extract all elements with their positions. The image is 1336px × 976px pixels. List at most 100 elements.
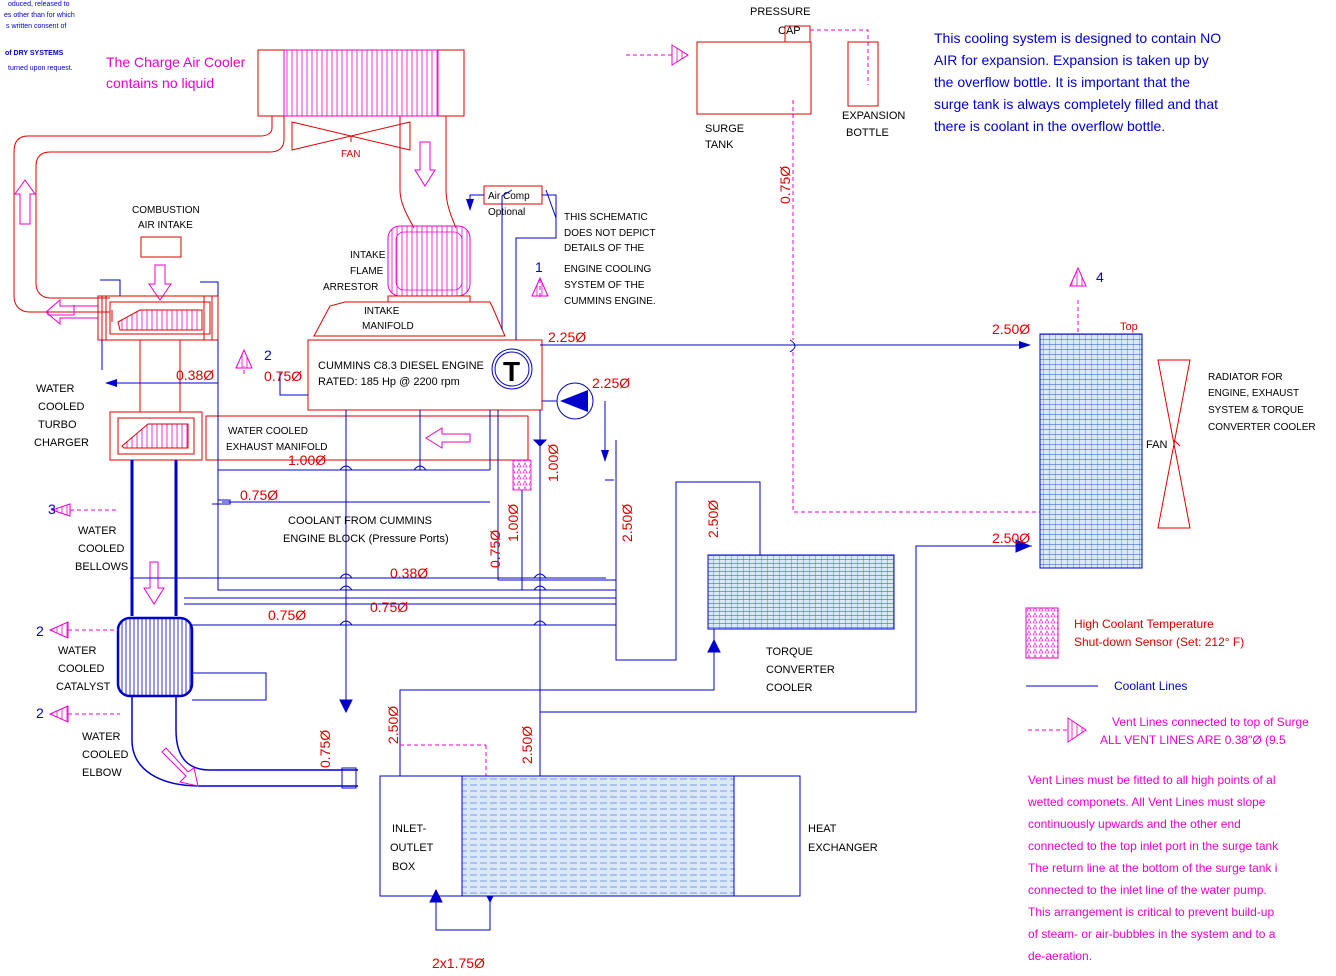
label: INTAKE xyxy=(350,250,386,261)
pipe-size: 2x1.75Ø xyxy=(432,955,485,971)
label: COOLED xyxy=(38,401,85,413)
vent-stubs xyxy=(68,509,120,715)
cac-note: contains no liquid xyxy=(106,75,214,91)
label: RADIATOR FOR xyxy=(1208,372,1283,383)
vent-number: 2 xyxy=(264,347,272,363)
schematic-note: THIS SCHEMATIC DOES NOT DEPICT DETAILS O… xyxy=(564,212,656,307)
pipe-size: 1.00Ø xyxy=(545,444,561,482)
label: Air Comp xyxy=(488,191,530,202)
label: Optional xyxy=(488,207,525,218)
label: COOLED xyxy=(78,543,125,555)
exhaust-path xyxy=(116,460,358,789)
label: COOLED xyxy=(58,663,105,675)
note-line: This cooling system is designed to conta… xyxy=(934,30,1221,46)
engine-name: CUMMINS C8.3 DIESEL ENGINE xyxy=(318,360,484,372)
legend-text: Coolant Lines xyxy=(1114,679,1187,693)
vent-number: 3 xyxy=(48,501,56,517)
label: TURBO xyxy=(38,419,77,431)
cac-note: The Charge Air Cooler xyxy=(106,54,246,70)
turbocharger: WATER COOLED TURBO CHARGER xyxy=(34,295,219,461)
pipe-size: 0.38Ø xyxy=(390,565,428,581)
torque-converter-cooler: TORQUE CONVERTER COOLER xyxy=(707,554,895,694)
pipe-size: 2.50Ø xyxy=(619,504,635,542)
note-line: AIR for expansion. Expansion is taken up… xyxy=(934,52,1209,68)
coolant-lines xyxy=(100,279,1032,931)
vent-lines xyxy=(243,29,1079,776)
label: BOX xyxy=(392,861,416,873)
label: CONVERTER COOLER xyxy=(1208,422,1316,433)
label: COOLER xyxy=(766,682,813,694)
pipe-size: 2.50Ø xyxy=(385,706,401,744)
label: ENGINE COOLING xyxy=(564,264,651,275)
note-line: connected to the inlet line of the water… xyxy=(1028,883,1267,897)
pipe-size: 0.75Ø xyxy=(317,730,333,768)
legend-text: High Coolant Temperature xyxy=(1074,617,1214,631)
label: EXHAUST MANIFOLD xyxy=(226,442,328,453)
vent-number: 2 xyxy=(36,623,44,639)
label: THIS SCHEMATIC xyxy=(564,212,648,223)
pump-icon xyxy=(560,390,588,412)
label: COOLED xyxy=(82,749,129,761)
pipe-size: 0.75Ø xyxy=(777,166,793,204)
intake-flame-arrestor: INTAKE FLAME ARRESTOR INTAKE MANIFOLD xyxy=(313,225,506,337)
engine: CUMMINS C8.3 DIESEL ENGINE RATED: 185 Hp… xyxy=(205,339,594,491)
note-line: of steam- or air-bubbles in the system a… xyxy=(1028,927,1276,941)
note-line: The return line at the bottom of the sur… xyxy=(1028,861,1277,875)
label: AIR INTAKE xyxy=(138,220,193,231)
label: ENGINE BLOCK (Pressure Ports) xyxy=(283,533,449,545)
label: ENGINE, EXHAUST xyxy=(1208,388,1299,399)
note-line: This arrangement is critical to prevent … xyxy=(1028,905,1274,919)
vent-number: 4 xyxy=(1096,269,1104,285)
pipe-size: 0.75Ø xyxy=(487,530,503,568)
label: SURGE xyxy=(705,123,744,135)
vent-note: Vent Lines must be fitted to all high po… xyxy=(1027,773,1279,963)
label: CONVERTER xyxy=(766,664,835,676)
note-line: connected to the top inlet port in the s… xyxy=(1028,839,1279,853)
label: WATER xyxy=(82,731,121,743)
cooling-note: This cooling system is designed to conta… xyxy=(934,30,1221,134)
label: WATER COOLED xyxy=(228,426,308,437)
label: Top xyxy=(1120,321,1138,333)
pipe-size: 2.25Ø xyxy=(592,375,630,391)
pipe-size: 2.50Ø xyxy=(992,321,1030,337)
pipe-size: 0.75Ø xyxy=(370,599,408,615)
pipe-size: 2.50Ø xyxy=(519,726,535,764)
label: ARRESTOR xyxy=(323,282,378,293)
crossover xyxy=(789,339,796,353)
note-line: the overflow bottle. It is important tha… xyxy=(934,74,1190,90)
label: BELLOWS xyxy=(75,561,128,573)
note-line: there is coolant in the overflow bottle. xyxy=(934,118,1165,134)
label: FAN xyxy=(1146,439,1167,451)
label: INTAKE xyxy=(364,306,400,317)
vent-arrows xyxy=(48,44,1087,723)
label: SYSTEM & TORQUE xyxy=(1208,405,1304,416)
pipe-size: 1.00Ø xyxy=(288,452,326,468)
label: WATER xyxy=(58,645,97,657)
pipe-size: 0.75Ø xyxy=(240,487,278,503)
label: DOES NOT DEPICT xyxy=(564,228,656,239)
pipe-size: 2.25Ø xyxy=(548,329,586,345)
pipe-size-labels: 0.38Ø 0.75Ø 2.25Ø 2.25Ø 2.50Ø 2.50Ø 1.00… xyxy=(176,166,1030,971)
pipe-size: 1.00Ø xyxy=(505,504,521,542)
copyright-line: turned upon request. xyxy=(8,65,73,72)
label: HEAT xyxy=(808,823,837,835)
surge-tank: PRESSURE CAP SURGE TANK EXPANSION BOTTLE xyxy=(696,6,905,151)
pipe-size: 2.50Ø xyxy=(705,500,721,538)
copyright-line: es other than for which xyxy=(4,12,75,19)
engine-rating: RATED: 185 Hp @ 2200 rpm xyxy=(318,376,460,388)
temperature-sensor xyxy=(512,459,532,491)
copyright-line: s written consent of xyxy=(6,23,66,30)
charge-air-cooler: The Charge Air Cooler contains no liquid… xyxy=(13,49,465,313)
note-line: continuously upwards and the other end xyxy=(1028,817,1241,831)
vent-number: 2 xyxy=(36,705,44,721)
radiator: Top FAN RADIATOR FOR ENGINE, EXHAUST SYS… xyxy=(1039,321,1316,569)
label: CHARGER xyxy=(34,437,89,449)
label: SYSTEM OF THE xyxy=(564,280,645,291)
note-line: Vent Lines must be fitted to all high po… xyxy=(1028,773,1276,787)
label: MANIFOLD xyxy=(362,321,414,332)
label: DETAILS OF THE xyxy=(564,243,645,254)
label: OUTLET xyxy=(390,842,434,854)
vent-numbers: 1 2 2 2 3 4 xyxy=(36,259,1104,721)
label: PRESSURE xyxy=(750,6,811,18)
pipe-size: 0.75Ø xyxy=(264,368,302,384)
